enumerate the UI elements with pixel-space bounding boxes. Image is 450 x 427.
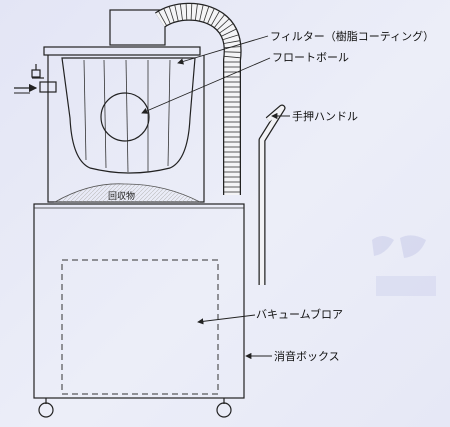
- hose-rib: [203, 6, 210, 23]
- hose-rib: [195, 4, 198, 21]
- leader-vacuum-blower: [197, 314, 256, 325]
- hose-rib: [163, 8, 171, 24]
- hose-rib: [168, 6, 175, 23]
- background-watermark: [372, 235, 436, 296]
- silencer-box: [33, 203, 245, 399]
- hose-rib: [174, 5, 179, 22]
- inlet-pipe: [31, 64, 57, 93]
- label-handle: 手押ハンドル: [292, 109, 358, 123]
- hose-rib: [222, 34, 239, 40]
- blower-duct-frame: [109, 9, 166, 46]
- hose-rib: [190, 3, 193, 20]
- float-ball: [100, 92, 150, 142]
- label-vacuum-blower: バキュームブロア: [256, 307, 343, 321]
- caster-left: [38, 398, 54, 418]
- caster-right: [216, 398, 232, 418]
- hose-rib: [158, 11, 167, 26]
- hose-rib: [214, 14, 225, 28]
- hose-rib: [180, 4, 183, 21]
- filter-bag: [61, 57, 196, 174]
- flexible-hose: [155, 2, 242, 195]
- collected-pile: [53, 183, 201, 203]
- hose-rib: [199, 5, 204, 21]
- label-filter: フィルター（樹脂コーティング）: [270, 29, 434, 43]
- hose-rib: [223, 40, 240, 44]
- hose-rib: [224, 51, 241, 53]
- tank-lid: [43, 46, 201, 56]
- inlet-flow-arrow: [14, 83, 38, 94]
- hose-rib: [224, 55, 241, 59]
- hose-rib: [207, 8, 215, 24]
- leader-float-ball: [141, 57, 271, 114]
- vacuum-blower-outline: [61, 259, 219, 395]
- leader-filter: [177, 35, 269, 65]
- label-collected: 回収物: [108, 190, 135, 202]
- filter-pleats: [83, 59, 171, 173]
- hose-rib: [221, 28, 237, 37]
- hose-rib: [217, 18, 230, 31]
- label-silencer-box: 消音ボックス: [274, 349, 340, 363]
- hose-rib: [185, 3, 188, 20]
- label-float-ball: フロートボール: [272, 51, 349, 64]
- hose-rib: [210, 11, 220, 26]
- hose-rib: [219, 23, 234, 34]
